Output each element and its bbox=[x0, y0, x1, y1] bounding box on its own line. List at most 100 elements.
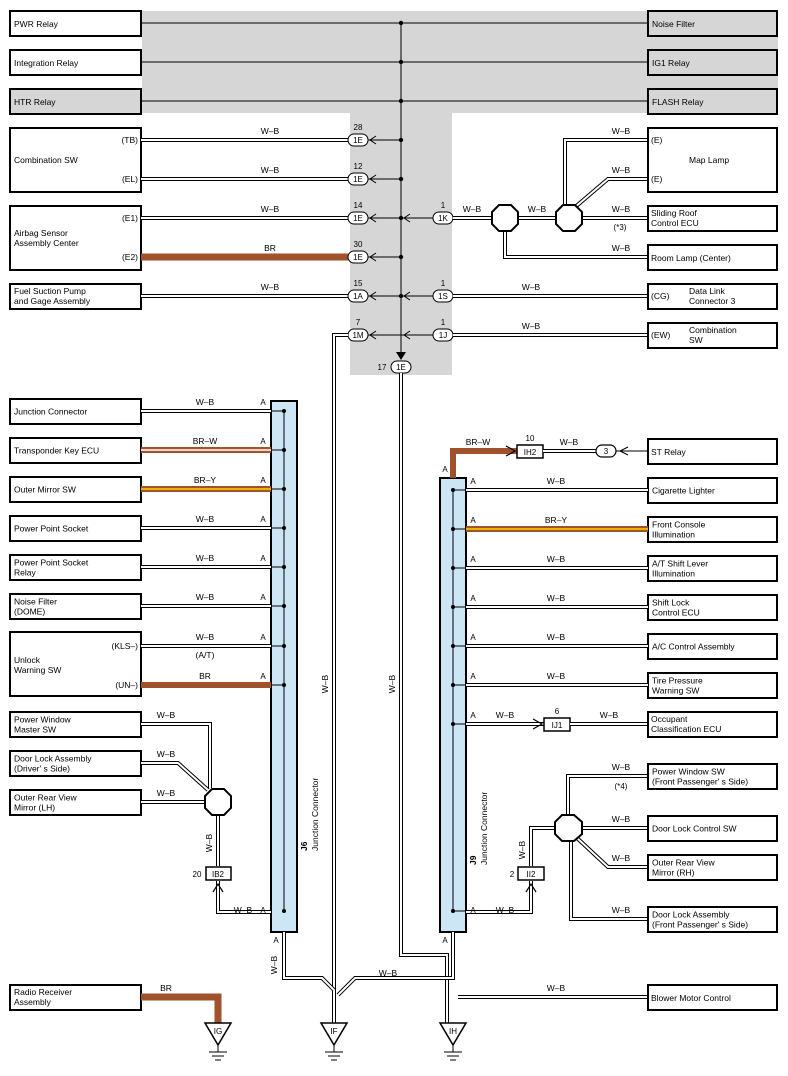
j9-term-ii2: A bbox=[470, 906, 476, 915]
j9-term-bottom: A bbox=[442, 936, 448, 945]
ii2-pin: 2 bbox=[510, 870, 515, 879]
pin-e-bottom: (E) bbox=[651, 174, 663, 184]
noise-filter-dome-label: (DOME) bbox=[14, 607, 45, 617]
unlock-wires bbox=[141, 644, 286, 688]
j6-title: Junction Connector bbox=[310, 778, 320, 851]
wire-label-tb: W–B bbox=[261, 126, 280, 136]
radio-wire bbox=[141, 993, 222, 1023]
power-window-master-sw-label: Master SW bbox=[14, 725, 56, 735]
wire-label-ib2-j6: W–B bbox=[234, 905, 253, 915]
j6-wire-label: W–B bbox=[196, 514, 215, 524]
noise-filter-dome-label: Noise Filter bbox=[14, 597, 57, 607]
map-lamp-box bbox=[647, 127, 778, 193]
j6-wire-label: W–B bbox=[196, 553, 215, 563]
j9-pin-dot bbox=[451, 605, 455, 609]
j9-pin-dot bbox=[451, 683, 455, 687]
blower-motor-box bbox=[647, 984, 778, 1011]
c3-label: 3 bbox=[604, 447, 609, 456]
wire-label-dla-fp: W–B bbox=[612, 905, 631, 915]
sliding-roof-box bbox=[647, 205, 778, 232]
a-c-control-assembly-box bbox=[647, 633, 778, 660]
power-window-sw-front-passenger-s-side-label: (Front Passenger' s Side) bbox=[652, 777, 748, 787]
airbag-sensor-box bbox=[9, 205, 142, 271]
j9-pin-dot bbox=[451, 488, 455, 492]
pin-tb: (TB) bbox=[121, 135, 138, 145]
door-lock-assembly-driver-s-side-label: (Driver' s Side) bbox=[14, 764, 70, 774]
svg-text:1: 1 bbox=[441, 318, 446, 327]
j9-term-occ: A bbox=[470, 711, 476, 720]
junction-connector-label: Junction Connector bbox=[14, 407, 87, 417]
wire-label-room: W–B bbox=[612, 243, 631, 253]
j6-wire-label: BR–W bbox=[193, 436, 218, 446]
wire-label-ii2-j9: W–B bbox=[496, 905, 515, 915]
radio-label-2: Assembly bbox=[14, 997, 52, 1007]
door-lock-control-sw-box bbox=[647, 815, 778, 842]
j6-ground-wires bbox=[282, 932, 336, 992]
left-connectors: 1E 28 1E 12 1E 14 1E 30 1A 15 1M 7 1E 17 bbox=[347, 123, 412, 374]
j6-pin-dot bbox=[282, 487, 286, 491]
room-lamp-label: Room Lamp (Center) bbox=[651, 253, 731, 263]
a-t-shift-lever-illumination-label: A/T Shift Lever bbox=[652, 559, 708, 569]
svg-text:1E: 1E bbox=[353, 175, 363, 184]
wire-label-occ1: W–B bbox=[496, 710, 515, 720]
st-relay-box bbox=[647, 438, 778, 465]
bus-down-arrow bbox=[396, 352, 406, 360]
svg-text:1E: 1E bbox=[353, 253, 363, 262]
svg-text:15: 15 bbox=[354, 279, 363, 288]
shift-lock-control-ecu-label: Control ECU bbox=[652, 608, 700, 618]
svg-text:1: 1 bbox=[441, 279, 446, 288]
fuel-label-2: and Gage Assembly bbox=[14, 296, 91, 306]
wire-label-el: W–B bbox=[261, 165, 280, 175]
wire-label-st: W–B bbox=[560, 437, 579, 447]
j9-pin-dot bbox=[451, 644, 455, 648]
j6-pin-dot bbox=[282, 526, 286, 530]
outer-rear-view-mirror-lh-box bbox=[9, 789, 142, 816]
j9-pin-dot bbox=[451, 566, 455, 570]
upper-left-wires bbox=[141, 135, 401, 340]
unlock-label-1: Unlock bbox=[14, 655, 41, 665]
ij1-label: IJ1 bbox=[552, 721, 563, 730]
outer-mirror-sw-box bbox=[9, 476, 142, 503]
power-window-sw-front-passenger-s-side-box bbox=[647, 763, 778, 790]
j6-terminal: A bbox=[260, 593, 266, 602]
gray-bus-area bbox=[142, 11, 778, 375]
shift-lock-control-ecu-box bbox=[647, 594, 778, 621]
right-connectors: 1K 1 1S 1 1J 1 bbox=[401, 201, 454, 342]
wire-label-orvm-rh: W–B bbox=[612, 853, 631, 863]
j9-wire-label: W–B bbox=[547, 671, 566, 681]
wire-label-ii2: W–B bbox=[517, 840, 527, 859]
door-lock-assembly-front-passenger-s-side-box bbox=[647, 906, 778, 933]
map-lamp-label: Map Lamp bbox=[689, 155, 729, 165]
pin-kls: (KLS–) bbox=[112, 641, 139, 651]
j9-term-top: A bbox=[442, 465, 448, 474]
j6-terminal: A bbox=[260, 437, 266, 446]
power-window-master-sw-label: Power Window bbox=[14, 715, 72, 725]
dlc-label-2: Connector 3 bbox=[689, 296, 736, 306]
a-t-shift-lever-illumination-box bbox=[647, 555, 778, 582]
dlc3-box bbox=[647, 283, 778, 310]
outer-rear-view-mirror-rh-box bbox=[647, 854, 778, 881]
wire-label-dlc: W–B bbox=[522, 282, 541, 292]
dlc-label-1: Data Link bbox=[689, 286, 726, 296]
ib2-label: IB2 bbox=[212, 870, 225, 879]
st-relay-label: ST Relay bbox=[651, 447, 687, 457]
outer-rear-view-mirror-rh-label: Outer Rear View bbox=[652, 858, 716, 868]
trunk-wires bbox=[332, 333, 449, 1023]
transponder-key-ecu-label: Transponder Key ECU bbox=[14, 446, 99, 456]
svg-text:1S: 1S bbox=[438, 292, 448, 301]
power-point-socket-relay-box bbox=[9, 554, 142, 581]
wire-label-pws: W–B bbox=[612, 762, 631, 772]
j6-wire-label: BR–Y bbox=[194, 475, 217, 485]
lower-left-wires bbox=[141, 722, 286, 914]
wire-label-j9-if: W–B bbox=[379, 968, 398, 978]
airbag-label-2: Assembly Center bbox=[14, 238, 79, 248]
outer-rear-view-mirror-lh-label: Mirror (LH) bbox=[14, 803, 55, 813]
blower-label: Blower Motor Control bbox=[651, 993, 731, 1003]
ib2-pin: 20 bbox=[193, 870, 202, 879]
occupant-label-2: Classification ECU bbox=[651, 724, 721, 734]
comb2-label-1: Combination bbox=[689, 325, 737, 335]
wire-label-1k: W–B bbox=[463, 204, 482, 214]
svg-text:30: 30 bbox=[354, 240, 363, 249]
